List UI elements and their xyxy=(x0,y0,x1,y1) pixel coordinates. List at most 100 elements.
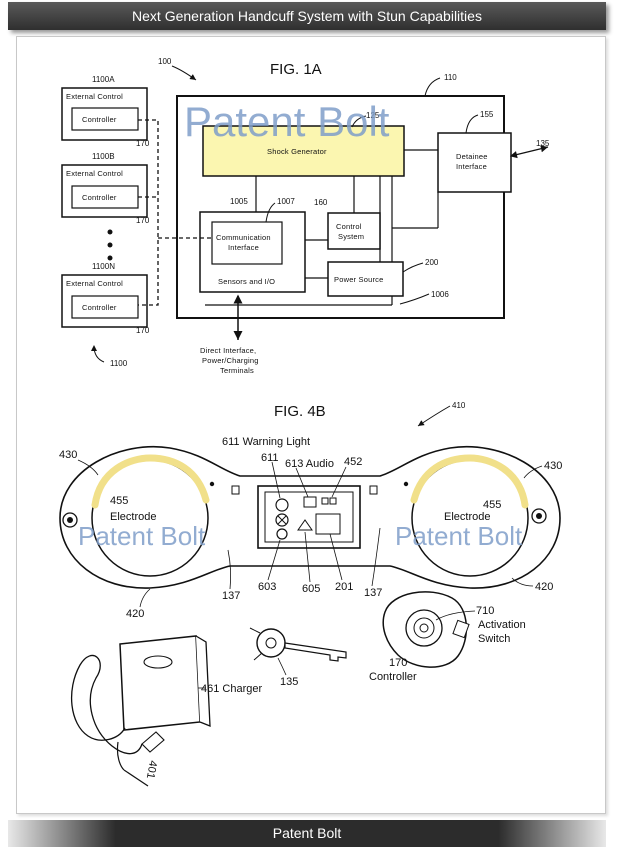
ref-603-leader xyxy=(267,539,281,581)
ref-611: 611 xyxy=(261,452,279,464)
shock-generator-box xyxy=(202,125,405,177)
ref-125-leader xyxy=(351,115,367,128)
ref-1100n: 1100N xyxy=(92,262,115,271)
charger-side xyxy=(195,635,211,727)
ref-160: 160 xyxy=(314,198,328,207)
charger-logo xyxy=(143,655,173,669)
ref-170-controller: 170 xyxy=(389,657,407,669)
warning-light-label: 611 Warning Light xyxy=(222,436,310,448)
ref-170-n: 170 xyxy=(136,326,150,335)
panel-x-mark xyxy=(277,515,287,525)
ext-n-controller: Controller xyxy=(82,303,117,312)
ref-603: 603 xyxy=(258,581,276,593)
ref-155: 155 xyxy=(480,110,494,119)
ref-201-leader xyxy=(329,533,343,581)
ext-b-label: External Control xyxy=(66,169,123,178)
header-title: Next Generation Handcuff System with Stu… xyxy=(132,8,482,24)
ref-452-leader xyxy=(331,466,347,498)
controller-clip xyxy=(452,619,470,639)
key-bow-marks xyxy=(249,627,263,661)
ref-613-audio: 613 Audio xyxy=(285,458,334,470)
right-electrode-strip xyxy=(410,454,529,509)
ref-155-leader xyxy=(465,114,479,134)
power-source-box xyxy=(327,261,404,297)
ref-201: 201 xyxy=(335,581,353,593)
ref-135: 135 xyxy=(536,139,550,148)
right-screw xyxy=(403,481,409,487)
control-line1: Control xyxy=(336,222,362,231)
ref-410: 410 xyxy=(452,401,466,410)
ref-1100a: 1100A xyxy=(92,75,115,84)
fig4b-title: FIG. 4B xyxy=(274,403,326,420)
ref-611-leader xyxy=(271,461,281,499)
ref-420-right-leader xyxy=(511,577,534,587)
key-hole xyxy=(265,637,277,649)
ref-170-a: 170 xyxy=(136,139,150,148)
ellipsis-dot-3 xyxy=(107,255,113,261)
ref-137-right-leader xyxy=(371,527,381,587)
ref-430-left: 430 xyxy=(59,449,77,461)
footer-text: Patent Bolt xyxy=(272,825,342,841)
header-bar: Next Generation Handcuff System with Stu… xyxy=(8,2,606,30)
direct-line2: Power/Charging xyxy=(202,356,259,365)
controller-label: Controller xyxy=(369,671,417,683)
activation-line1: Activation xyxy=(478,619,526,631)
ref-137-left: 137 xyxy=(222,590,240,602)
ref-613-leader xyxy=(295,467,309,498)
electrode-ref-right: 455 xyxy=(483,499,501,511)
ref-1100b: 1100B xyxy=(92,152,115,161)
direct-line1: Direct Interface, xyxy=(200,346,256,355)
charger-plug xyxy=(141,731,165,753)
ref-100: 100 xyxy=(158,57,172,66)
ref-100-arrow xyxy=(171,65,197,81)
ref-1100: 1100 xyxy=(110,359,128,368)
ref-1006: 1006 xyxy=(431,290,449,299)
ref-135-leader xyxy=(277,657,287,676)
charger-body xyxy=(119,635,201,731)
right-stud xyxy=(369,485,378,495)
watermark-right: Patent Bolt xyxy=(395,521,523,551)
left-electrode-strip xyxy=(91,454,210,509)
detainee-line1: Detainee xyxy=(456,152,488,161)
electrode-ref-left: 455 xyxy=(110,495,128,507)
electrode-label-right: Electrode xyxy=(444,511,490,523)
control-line2: System xyxy=(338,232,364,241)
display-window xyxy=(315,513,341,535)
ref-170-b: 170 xyxy=(136,216,150,225)
ref-1005: 1005 xyxy=(230,197,248,206)
ext-a-controller: Controller xyxy=(82,115,117,124)
indicator-1 xyxy=(321,497,329,505)
ref-605-leader xyxy=(304,531,311,583)
ref-410-arrow xyxy=(417,405,451,427)
left-stud xyxy=(231,485,240,495)
electrode-label-left: Electrode xyxy=(110,511,156,523)
ref-420-left-leader xyxy=(139,588,151,608)
ref-452: 452 xyxy=(344,456,362,468)
audio-port xyxy=(303,496,317,508)
watermark-top: Patent Bolt xyxy=(184,98,390,145)
ref-137-left-leader xyxy=(227,549,232,590)
ref-110-leader xyxy=(424,77,441,97)
ref-430-right-leader xyxy=(523,465,543,479)
charger-cord xyxy=(70,654,143,755)
ref-1007-leader xyxy=(265,202,276,223)
ref-200: 200 xyxy=(425,258,439,267)
ref-420-left: 420 xyxy=(126,608,144,620)
ref-710-leader xyxy=(435,610,476,621)
ref-420-right: 420 xyxy=(535,581,553,593)
external-control-b xyxy=(61,164,148,218)
left-hinge-pin xyxy=(67,517,73,523)
comm-interface-box xyxy=(211,221,283,265)
activation-switch-center xyxy=(419,623,429,633)
wireless-links xyxy=(138,119,212,306)
ext-a-label: External Control xyxy=(66,92,123,101)
watermark-left: Patent Bolt xyxy=(78,521,206,551)
ref-1007: 1007 xyxy=(277,197,295,206)
panel-button-o xyxy=(276,528,288,540)
detainee-io-arrow xyxy=(509,145,549,159)
footer-bar: Patent Bolt xyxy=(8,820,606,847)
key-shaft xyxy=(284,642,347,662)
detainee-line2: Interface xyxy=(456,162,487,171)
right-hinge-pin xyxy=(536,513,542,519)
